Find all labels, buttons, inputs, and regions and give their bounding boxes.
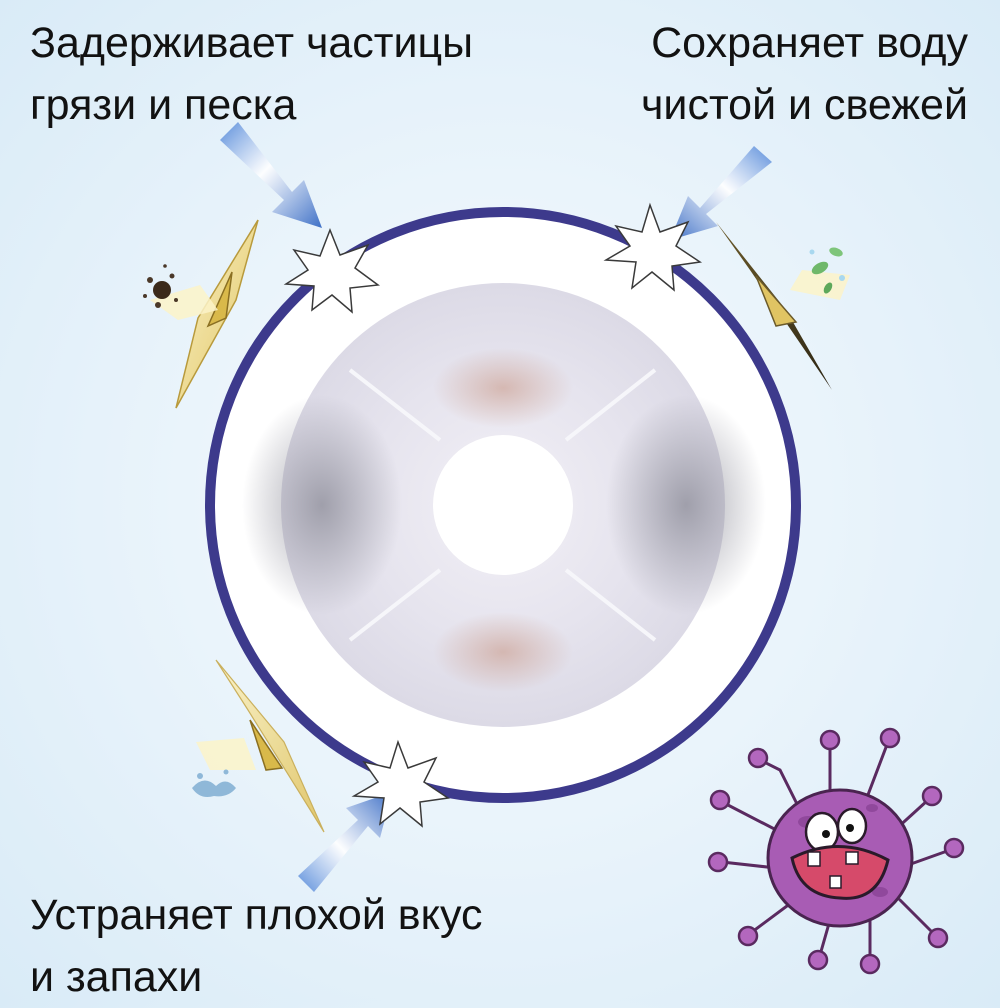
- burst-top-right-icon: [603, 202, 703, 292]
- caption-keeps-water-fresh: Сохраняет воду чистой и свежей: [641, 12, 968, 136]
- leaf-icon: [809, 247, 845, 294]
- water-splash-icon: [192, 769, 236, 797]
- crystal-top-right-icon: [716, 222, 850, 390]
- round-filter-pad-icon: [242, 283, 766, 727]
- caption-retains-dirt: Задерживает частицы грязи и песка: [30, 12, 473, 136]
- caption-line: и запахи: [30, 953, 203, 1001]
- caption-line: Устраняет плохой вкус: [30, 891, 483, 939]
- arrow-top-left-icon: [220, 122, 322, 228]
- caption-removes-odor: Устраняет плохой вкус и запахи: [30, 884, 482, 1008]
- cartoon-germ-icon: [707, 727, 965, 975]
- crystal-top-left-icon: [150, 219, 259, 409]
- filter-assembly: [205, 207, 801, 803]
- crystal-bottom-left-icon: [196, 659, 325, 833]
- burst-bottom-left-icon: [351, 739, 451, 828]
- dirt-particles-icon: [143, 264, 178, 308]
- burst-top-left-icon: [283, 227, 380, 314]
- caption-line: Сохраняет воду: [651, 19, 968, 67]
- caption-line: чистой и свежей: [641, 81, 968, 129]
- caption-line: Задерживает частицы: [30, 19, 474, 67]
- arrow-top-right-icon: [670, 146, 772, 240]
- arrow-bottom-left-icon: [298, 792, 392, 892]
- caption-line: грязи и песка: [30, 81, 297, 129]
